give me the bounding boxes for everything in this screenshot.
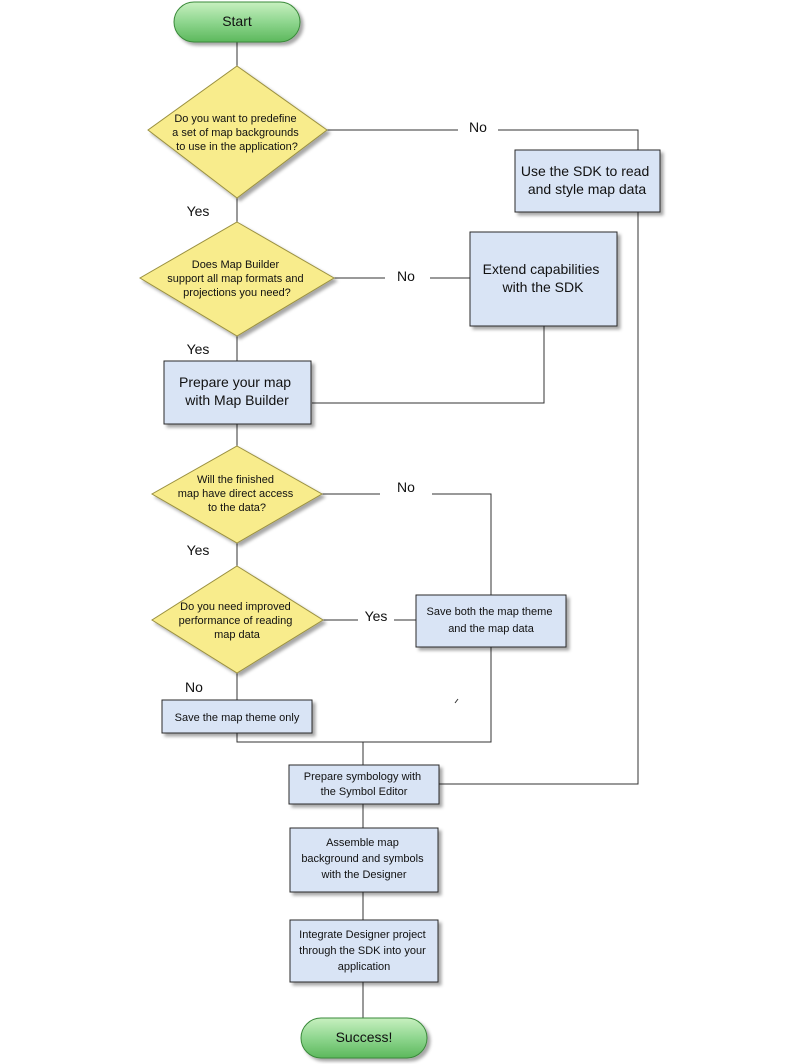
decision-formats: Does Map Builder support all map formats… bbox=[139, 221, 335, 337]
decision-performance: Do you need improved performance of read… bbox=[151, 565, 324, 674]
decision-predefine: Do you want to predefine a set of map ba… bbox=[147, 65, 328, 199]
process-integrate: Integrate Designer project through the S… bbox=[289, 919, 439, 983]
process-extend-shape bbox=[469, 231, 618, 327]
process-extend: Extend capabilities with the SDK bbox=[469, 231, 618, 327]
start-label: Start bbox=[222, 13, 252, 29]
process-save-both-text: Save both the map theme and the map data bbox=[426, 606, 555, 635]
process-save-both: Save both the map theme and the map data bbox=[415, 594, 567, 648]
success-label: Success! bbox=[336, 1029, 393, 1045]
decision-predefine-shape bbox=[147, 65, 328, 199]
edge-labels: No Yes No Yes No Yes Yes No bbox=[185, 119, 487, 695]
label-predefine-yes: Yes bbox=[187, 203, 210, 219]
process-integrate-shape bbox=[289, 919, 439, 983]
label-direct-no: No bbox=[397, 479, 415, 495]
process-prepare-map-text: Prepare your map with Map Builder bbox=[179, 374, 295, 408]
edge-extend-to-prepare bbox=[312, 326, 545, 404]
success-terminal: Success! bbox=[300, 1017, 428, 1059]
process-assemble-shape bbox=[289, 827, 439, 893]
process-prepare-map-shape bbox=[163, 360, 312, 425]
decision-direct-access-shape bbox=[150, 445, 324, 544]
decision-performance-text: Do you need improved performance of read… bbox=[179, 601, 296, 641]
process-assemble: Assemble map background and symbols with… bbox=[289, 827, 439, 893]
decision-direct-access-text: Will the finished map have direct access… bbox=[178, 474, 297, 514]
process-assemble-text: Assemble map background and symbols with… bbox=[301, 837, 426, 881]
label-formats-no: No bbox=[397, 268, 415, 284]
label-performance-no: No bbox=[185, 679, 203, 695]
decision-formats-shape bbox=[139, 221, 335, 337]
edge-save-both-down bbox=[236, 647, 492, 743]
label-formats-yes: Yes bbox=[187, 341, 210, 357]
start-terminal: Start bbox=[173, 1, 301, 43]
process-save-theme: Save the map theme only bbox=[161, 699, 313, 734]
process-sdk-read: Use the SDK to read and style map data bbox=[514, 149, 661, 213]
process-sdk-read-shape bbox=[514, 149, 661, 213]
connectors bbox=[236, 42, 639, 1018]
edge-direct-no-b bbox=[432, 493, 492, 595]
success-terminal-shape bbox=[300, 1017, 428, 1059]
start-terminal-shape bbox=[173, 1, 301, 43]
process-symbology-shape bbox=[288, 764, 440, 805]
edge-predefine-no-cont bbox=[498, 129, 639, 150]
process-prepare-map: Prepare your map with Map Builder bbox=[163, 360, 312, 425]
process-symbology-text: Prepare symbology with the Symbol Editor bbox=[304, 771, 424, 798]
process-symbology: Prepare symbology with the Symbol Editor bbox=[288, 764, 440, 805]
process-save-both-shape bbox=[415, 594, 567, 648]
process-integrate-text: Integrate Designer project through the S… bbox=[299, 929, 429, 973]
process-save-theme-text: Save the map theme only bbox=[175, 712, 300, 724]
process-sdk-read-text: Use the SDK to read and style map data bbox=[521, 163, 653, 197]
label-predefine-no: No bbox=[469, 119, 487, 135]
stray-mark bbox=[454, 698, 459, 704]
edge-sdk-read-to-symbology bbox=[439, 212, 639, 785]
process-extend-text: Extend capabilities with the SDK bbox=[483, 261, 604, 295]
decision-predefine-text: Do you want to predefine a set of map ba… bbox=[172, 113, 302, 153]
process-save-theme-shape bbox=[161, 699, 313, 734]
decision-formats-text: Does Map Builder support all map formats… bbox=[167, 259, 306, 299]
decision-performance-shape bbox=[151, 565, 324, 674]
decision-direct-access: Will the finished map have direct access… bbox=[150, 445, 324, 544]
label-performance-yes: Yes bbox=[365, 608, 388, 624]
label-direct-yes: Yes bbox=[187, 542, 210, 558]
